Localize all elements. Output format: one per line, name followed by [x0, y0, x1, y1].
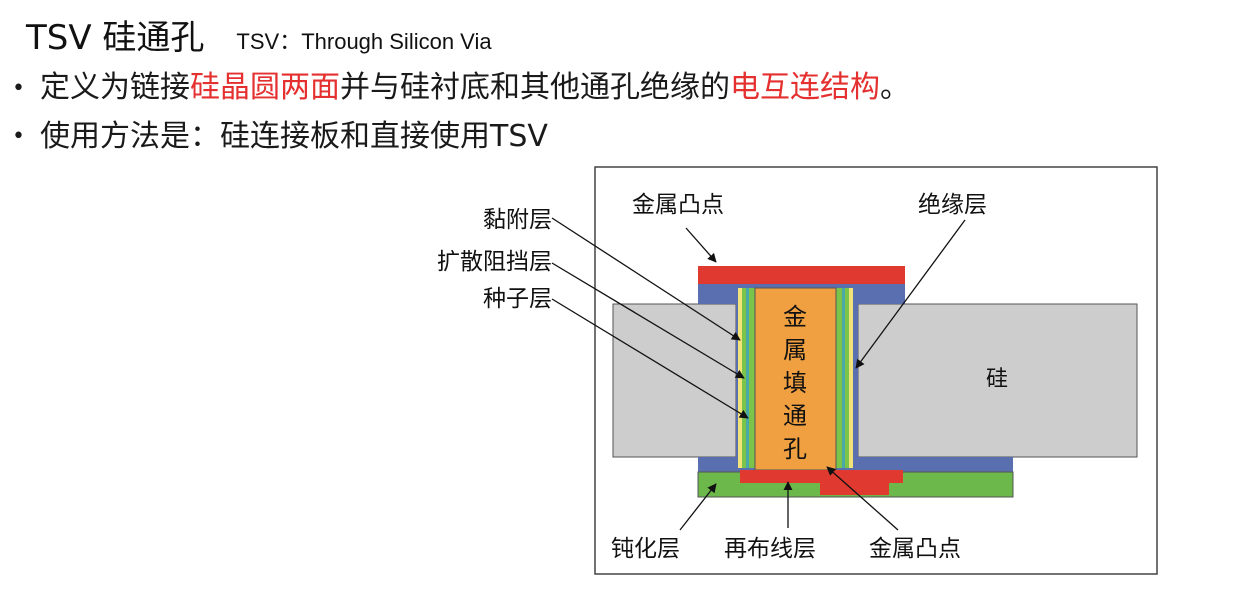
page-subtitle: TSV：Through Silicon Via [236, 29, 492, 54]
bullet1-highlight1: 硅晶圆两面 [190, 70, 340, 105]
label-insulation: 绝缘层 [918, 192, 987, 218]
leader-seed [551, 298, 749, 419]
label-passivation: 钝化层 [611, 536, 680, 562]
seed-layer-left [746, 288, 749, 468]
bullet-dot-icon: • [12, 75, 25, 101]
bullet-usage: • 使用方法是：硅连接板和直接使用TSV [12, 113, 910, 162]
liner-right-outer [836, 288, 842, 468]
bullet-dot-icon: • [12, 124, 25, 149]
copper-fill [754, 287, 837, 471]
leader-barrier [551, 262, 745, 379]
adhesion-layer-right [849, 288, 853, 468]
liner-left-outer [749, 288, 755, 468]
page-title: TSV 硅通孔 [26, 18, 205, 58]
leader-bump-top [685, 227, 717, 263]
title-row: TSV 硅通孔 TSV：Through Silicon Via [26, 10, 492, 59]
label-bump-top: 金属凸点 [632, 192, 724, 218]
silicon-right [857, 303, 1138, 458]
label-bump-bottom: 金属凸点 [869, 536, 961, 562]
leader-bump-bottom [826, 466, 899, 531]
label-barrier: 扩散阻挡层 [437, 249, 552, 275]
fill-char-2: 属 [783, 336, 807, 364]
bullet-definition: • 定义为链接硅晶圆两面并与硅衬底和其他通孔绝缘的电互连结构。 [12, 64, 910, 113]
leader-adhesion [551, 217, 741, 341]
silicon-left [612, 303, 737, 458]
fill-char-1: 金 [783, 303, 807, 331]
adhesion-layer-left [738, 288, 742, 468]
bullet1-part3: 。 [880, 70, 910, 105]
label-rdl: 再布线层 [724, 536, 816, 562]
fill-char-3: 填 [783, 369, 807, 397]
bullet1-highlight2: 电互连结构 [730, 70, 880, 105]
fill-char-5: 孔 [783, 435, 807, 463]
fill-char-4: 通 [783, 402, 807, 430]
barrier-layer-right [845, 288, 849, 468]
label-adhesion: 黏附层 [483, 207, 552, 233]
label-seed: 种子层 [483, 286, 552, 312]
leader-insulation [855, 219, 966, 369]
seed-layer-right [842, 288, 845, 468]
bullet-list: • 定义为链接硅晶圆两面并与硅衬底和其他通孔绝缘的电互连结构。 • 使用方法是：硅连… [12, 64, 910, 161]
label-silicon: 硅 [986, 367, 1008, 392]
bullet1-part2: 并与硅衬底和其他通孔绝缘的 [340, 70, 730, 105]
bullet2-text: 使用方法是：硅连接板和直接使用TSV [40, 118, 548, 154]
leader-passivation [679, 483, 717, 531]
top-metal-bump [698, 266, 905, 284]
bullet1-part1: 定义为链接 [40, 70, 190, 105]
